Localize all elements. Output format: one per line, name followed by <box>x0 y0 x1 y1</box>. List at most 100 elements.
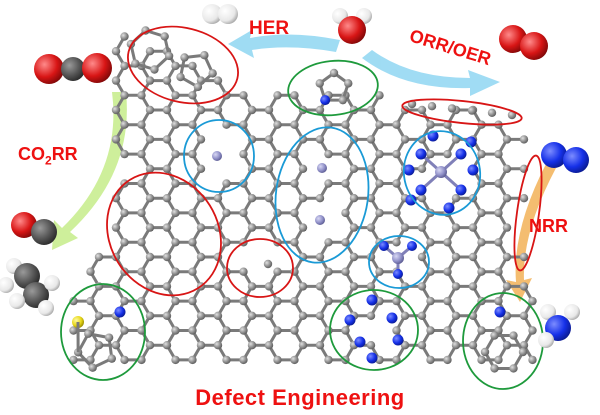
mn4-site-highlight <box>402 130 482 216</box>
carbon-atom <box>509 364 518 373</box>
carbon-atom <box>494 238 503 247</box>
carbon-atom <box>196 311 206 320</box>
carbon-atom <box>375 149 384 159</box>
hydrocarbon-molecule <box>0 258 60 316</box>
carbon-atom <box>273 326 282 335</box>
co2rr-label: CO2RR <box>18 144 78 168</box>
carbon-atom <box>162 76 172 85</box>
carbon-atom <box>273 149 282 159</box>
carbon-atom <box>145 194 155 203</box>
nitrogen-atom <box>344 314 356 326</box>
co2rr-label-prefix: CO <box>18 144 45 164</box>
carbon-atom <box>145 341 155 350</box>
carbon-atom <box>264 223 274 232</box>
o2-molecule <box>499 25 548 60</box>
carbon-atom <box>375 120 384 129</box>
carbon-atom <box>494 296 503 306</box>
carbon-atom <box>315 341 325 350</box>
carbon-atom <box>400 311 410 320</box>
carbon-atom <box>298 341 308 350</box>
carbon-atom <box>137 326 146 335</box>
carbon-atom <box>145 76 155 85</box>
carbon-atom <box>375 91 384 100</box>
carbon-atom <box>239 267 248 276</box>
carbon-atom <box>264 164 274 173</box>
carbon-atom <box>145 223 155 232</box>
carbon-atom <box>528 355 537 365</box>
carbon-atom <box>160 32 169 41</box>
carbon-atom <box>120 149 129 159</box>
carbon-atom <box>213 76 223 85</box>
carbon-atom <box>162 164 172 173</box>
carbon-atom <box>477 149 486 159</box>
carbon-atom <box>137 179 146 188</box>
carbon-atom <box>107 354 116 363</box>
nitrogen-atom <box>386 312 398 324</box>
carbon-atom <box>468 282 478 291</box>
carbon-atom <box>247 194 257 203</box>
carbon-atom <box>502 164 512 173</box>
metal-atom <box>392 252 404 264</box>
carbon-atom <box>162 341 172 350</box>
carbon-atom <box>392 208 401 218</box>
carbon-atom <box>324 355 333 365</box>
carbon-atom <box>171 149 180 159</box>
carbon-atom <box>451 341 461 350</box>
carbon-atom <box>137 149 146 159</box>
carbon-atom <box>366 311 376 320</box>
co2rr-label-subscript: 2 <box>45 153 52 168</box>
carbon-atom <box>392 238 401 247</box>
nitrogen-atom <box>392 334 404 346</box>
carbon-atom <box>366 135 376 144</box>
carbon-atom <box>120 91 129 100</box>
defect-structures <box>72 26 528 373</box>
carbon-atom <box>290 355 299 365</box>
carbon-atom <box>222 179 231 188</box>
nrr-arrow <box>506 164 556 302</box>
carbon-atom <box>120 355 129 365</box>
carbon-atom <box>94 252 104 262</box>
carbon-atom <box>290 208 299 218</box>
vacancy-highlight <box>226 238 294 298</box>
carbon-atom <box>145 135 155 144</box>
carbon-atom <box>290 179 299 188</box>
carbon-atom <box>94 341 104 350</box>
carbon-atom <box>349 223 359 232</box>
carbon-atom <box>222 355 231 365</box>
carbon-atom <box>264 341 274 350</box>
carbon-atom <box>162 194 172 203</box>
carbon-atom <box>120 61 129 71</box>
carbon-atom <box>247 311 257 320</box>
carbon-atom <box>263 259 273 269</box>
carbon-atom <box>315 252 325 262</box>
carbon-atom <box>196 341 206 350</box>
carbon-atom <box>145 164 155 173</box>
carbon-atom <box>120 120 129 129</box>
co-molecule <box>11 212 57 245</box>
carbon-atom <box>273 296 282 306</box>
carbon-atom <box>502 223 512 232</box>
carbon-atom <box>341 326 350 335</box>
carbon-atom <box>494 149 503 159</box>
carbon-atom <box>247 105 257 115</box>
carbon-atom <box>162 135 172 144</box>
carbon-atom <box>502 194 512 203</box>
nitrogen-atom <box>405 194 417 206</box>
carbon-atom <box>298 282 308 291</box>
carbon-atom <box>164 51 174 61</box>
carbon-atom <box>188 120 197 129</box>
carbon-atom <box>502 282 512 291</box>
carbon-atom <box>111 135 121 144</box>
pyridinic-vacancy-highlight <box>329 289 419 371</box>
molecules <box>0 4 589 348</box>
carbon-atom <box>69 355 78 365</box>
carbon-atom <box>264 282 274 291</box>
h2o-molecule <box>332 8 372 44</box>
carbon-atom <box>196 105 206 115</box>
carbon-atom <box>273 120 282 129</box>
carbon-atom <box>324 238 333 247</box>
metal-atom <box>317 163 327 173</box>
carbon-atom <box>392 120 401 129</box>
carbon-atom <box>366 105 376 115</box>
carbon-atom <box>73 348 83 357</box>
